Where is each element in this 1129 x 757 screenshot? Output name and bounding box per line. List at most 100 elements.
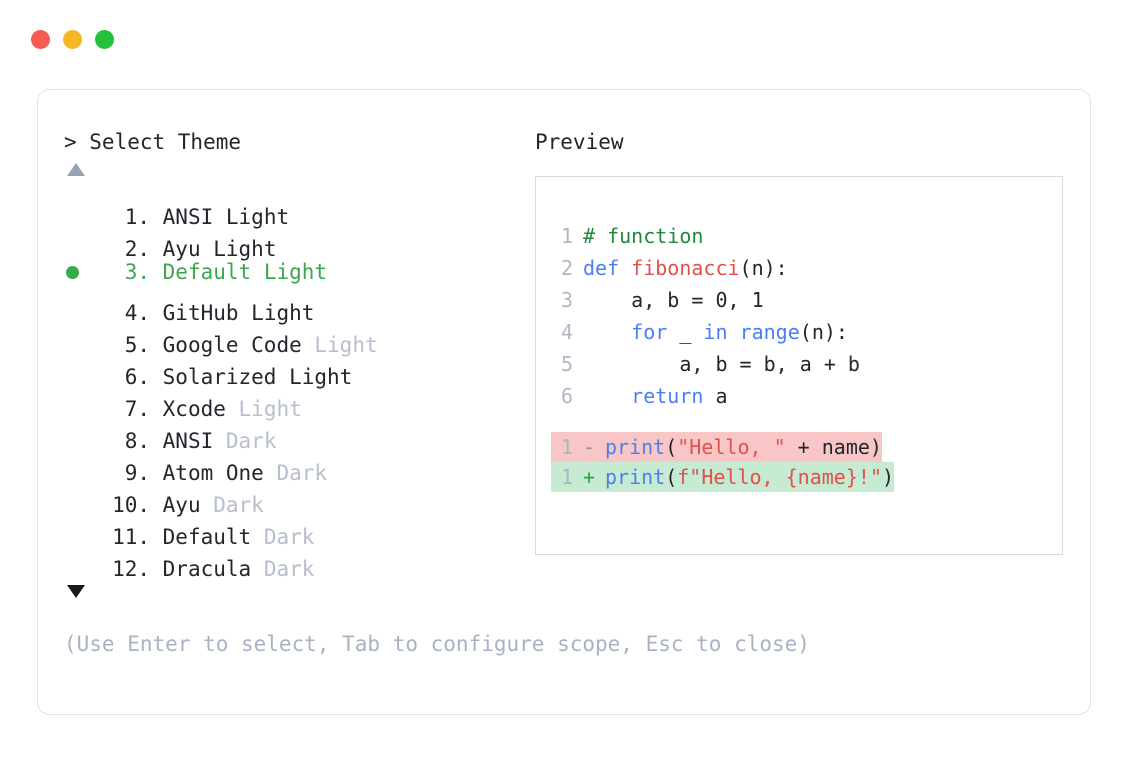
maximize-window-button[interactable] (95, 30, 114, 49)
code-token: a (703, 384, 728, 408)
code-line: 3 a, b = 0, 1 (551, 284, 1062, 316)
code-token: for (631, 320, 668, 344)
code-token: print (605, 435, 666, 459)
line-number: 1 (560, 465, 573, 489)
theme-item-variant: Light (289, 365, 353, 389)
code-preview-body: 1 # function 2 def fibonacci(n):3 a, b = 0,… (536, 177, 1062, 492)
theme-item-space (213, 425, 226, 457)
line-number: 2 (560, 256, 573, 280)
theme-item-name: Ayu (162, 237, 201, 261)
line-number: 5 (560, 352, 573, 376)
theme-list-item[interactable]: 9. Atom One Dark (64, 448, 524, 485)
theme-list-item[interactable]: 6. Solarized Light (64, 352, 524, 389)
selection-indicator-slot (64, 320, 94, 352)
theme-list-item[interactable]: 12. Dracula Dark (64, 544, 524, 581)
theme-item-variant: Dark (225, 429, 277, 453)
theme-item-name: Default (162, 260, 252, 284)
code-token: in (703, 320, 728, 344)
theme-list-item[interactable]: 8. ANSI Dark (64, 416, 524, 453)
theme-list-item[interactable]: 10. Ayu Dark (64, 480, 524, 517)
triangle-down-icon (67, 585, 85, 598)
theme-item-index: 9. (124, 461, 150, 485)
code-line-text: a, b = 0, 1 (583, 284, 763, 316)
theme-list-item[interactable]: 2. Ayu Light (64, 224, 524, 261)
theme-item-variant: Dark (276, 461, 328, 485)
code-line-text: a, b = b, a + b (583, 348, 860, 380)
code-token (728, 320, 740, 344)
theme-item-gap (150, 201, 163, 233)
scroll-down-indicator[interactable] (64, 585, 524, 603)
selection-indicator-slot (64, 257, 94, 289)
theme-item-space (264, 457, 277, 489)
theme-item-variant: Light (263, 260, 328, 284)
code-token: (n): (739, 256, 788, 280)
theme-item-space (276, 361, 289, 393)
theme-list-item[interactable]: 7. Xcode Light (64, 384, 524, 421)
theme-item-index: 4. (124, 301, 150, 325)
selection-indicator-slot (64, 352, 94, 384)
diff-line-del: 1-print("Hello, " + name) (551, 432, 882, 462)
selection-indicator-slot (64, 384, 94, 416)
theme-item-gap (150, 329, 163, 361)
scroll-up-indicator[interactable] (64, 163, 524, 181)
keyboard-hint: (Use Enter to select, Tab to configure s… (64, 632, 810, 656)
theme-item-name: Google Code (162, 333, 302, 357)
theme-item-index: 11. (112, 525, 150, 549)
code-token: "Hello, " (677, 435, 786, 459)
code-line-text: return a (583, 380, 728, 412)
code-line: 4 for _ in range(n): (551, 316, 1062, 348)
code-line: 6 return a (551, 380, 1062, 412)
selection-indicator-slot (64, 512, 94, 544)
selection-indicator-slot (64, 192, 94, 224)
close-window-button[interactable] (31, 30, 50, 49)
selection-indicator-slot (64, 480, 94, 512)
minimize-window-button[interactable] (63, 30, 82, 49)
theme-list-item[interactable]: 1. ANSI Light (64, 192, 524, 229)
line-number: 4 (560, 320, 573, 344)
theme-item-name: Default (162, 525, 252, 549)
code-line-text: def fibonacci(n): (583, 252, 788, 284)
code-token (583, 320, 631, 344)
theme-item-variant: Light (238, 397, 302, 421)
theme-item-gap (150, 553, 163, 585)
preview-label: Preview (535, 130, 624, 154)
diff-sign: - (583, 435, 596, 459)
theme-item-index: 8. (124, 429, 150, 453)
theme-item-gap (150, 297, 163, 329)
code-preview-panel: 1 # function 2 def fibonacci(n):3 a, b = 0,… (535, 176, 1063, 555)
code-token: ( (665, 435, 678, 459)
code-token: f"Hello, {name}!" (677, 465, 882, 489)
code-token: + name) (785, 435, 882, 459)
theme-item-space (201, 489, 214, 521)
theme-item-name: Dracula (162, 557, 252, 581)
theme-item-index: 5. (124, 333, 150, 357)
theme-item-space (302, 329, 315, 361)
code-token: a, b = b, a + b (583, 352, 860, 376)
theme-list-item[interactable]: 5. Google Code Light (64, 320, 524, 357)
theme-item-variant: Light (314, 333, 378, 357)
theme-item-name: Atom One (162, 461, 264, 485)
selection-indicator-slot (64, 416, 94, 448)
code-token: ) (881, 465, 895, 489)
theme-item-index: 6. (124, 365, 150, 389)
code-token: (n): (799, 320, 848, 344)
theme-item-variant: Light (251, 301, 315, 325)
page-title: > Select Theme (64, 130, 242, 154)
theme-item-variant: Dark (263, 557, 315, 581)
theme-item-variant: Dark (263, 525, 315, 549)
code-token: # function (583, 224, 704, 248)
theme-item-name: GitHub (162, 301, 239, 325)
diff-line-text: print("Hello, " + name) (605, 432, 882, 462)
code-token: def (583, 256, 632, 280)
theme-item-index: 7. (124, 397, 150, 421)
selected-bullet-icon (66, 266, 79, 279)
theme-item-space (251, 553, 264, 585)
theme-list-item[interactable]: 3. Default Light (64, 256, 524, 288)
theme-item-space (213, 201, 226, 233)
theme-list-item[interactable]: 11. Default Dark (64, 512, 524, 549)
theme-list-item[interactable]: 4. GitHub Light (64, 288, 524, 325)
theme-item-gap (150, 361, 163, 393)
